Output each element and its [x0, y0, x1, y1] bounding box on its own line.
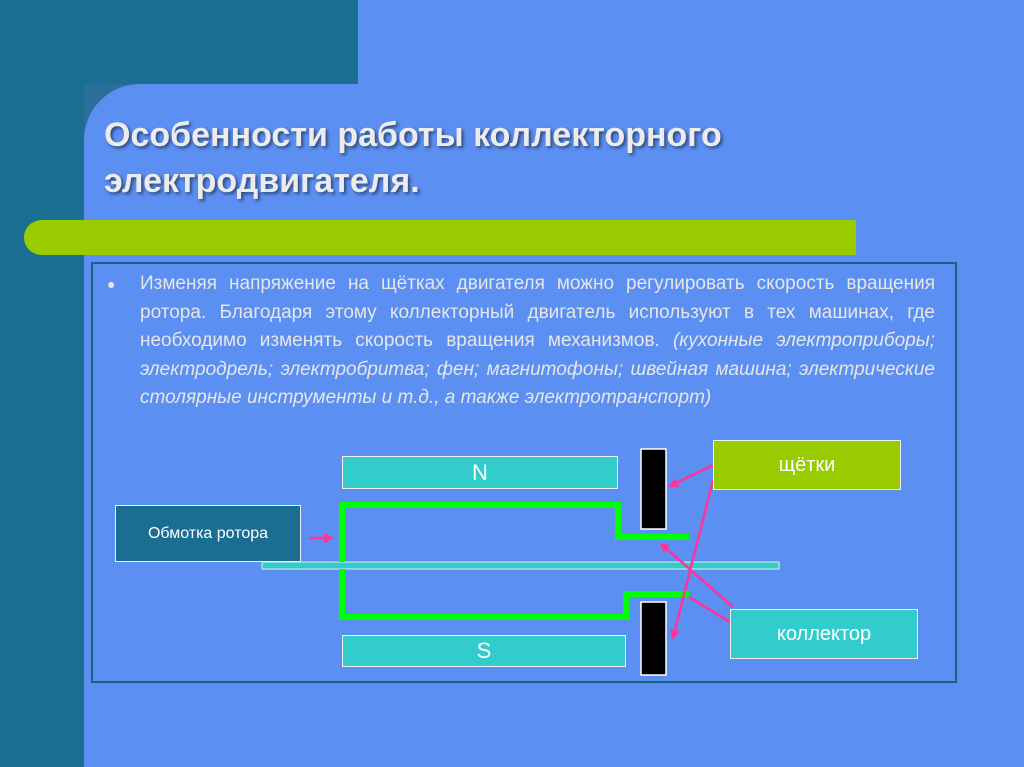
slide-title: Особенности работы коллекторного электро…: [104, 112, 924, 204]
rotor-winding-top: [339, 502, 689, 562]
rotor-winding-label: Обмотка ротора: [115, 505, 301, 562]
arrow-brushes-bottom: [670, 479, 715, 640]
bullet-text-regular: Изменяя напряжение на щётках двигателя м…: [140, 273, 935, 351]
background-left-band: [0, 0, 84, 767]
slide-title-line-2: электродвигателя.: [104, 162, 420, 200]
brush-top: [640, 448, 667, 530]
brushes-label: щётки: [713, 440, 901, 490]
collector-label: коллектор: [730, 609, 918, 659]
rotor-winding-bottom: [339, 569, 689, 620]
brush-bottom: [640, 601, 667, 676]
magnet-south: S: [342, 635, 626, 667]
magnet-north: N: [342, 456, 618, 489]
arrow-collector-bottom: [688, 595, 731, 624]
arrow-brushes-top: [668, 463, 714, 488]
bullet-text-examples: (кухонные электроприборы; электродрель; …: [140, 330, 936, 408]
title-underline-bar: [24, 220, 856, 255]
arrow-collector-top: [659, 542, 734, 608]
bullet-icon: ●: [107, 276, 116, 292]
rotor-shaft: [261, 561, 780, 570]
background-top-right: [358, 0, 1024, 84]
background-top-block: [0, 0, 358, 84]
slide-title-line-1: Особенности работы коллекторного: [104, 116, 722, 154]
content-frame: [91, 262, 957, 683]
bullet-text: Изменяя напряжение на щётках двигателя м…: [140, 270, 935, 413]
